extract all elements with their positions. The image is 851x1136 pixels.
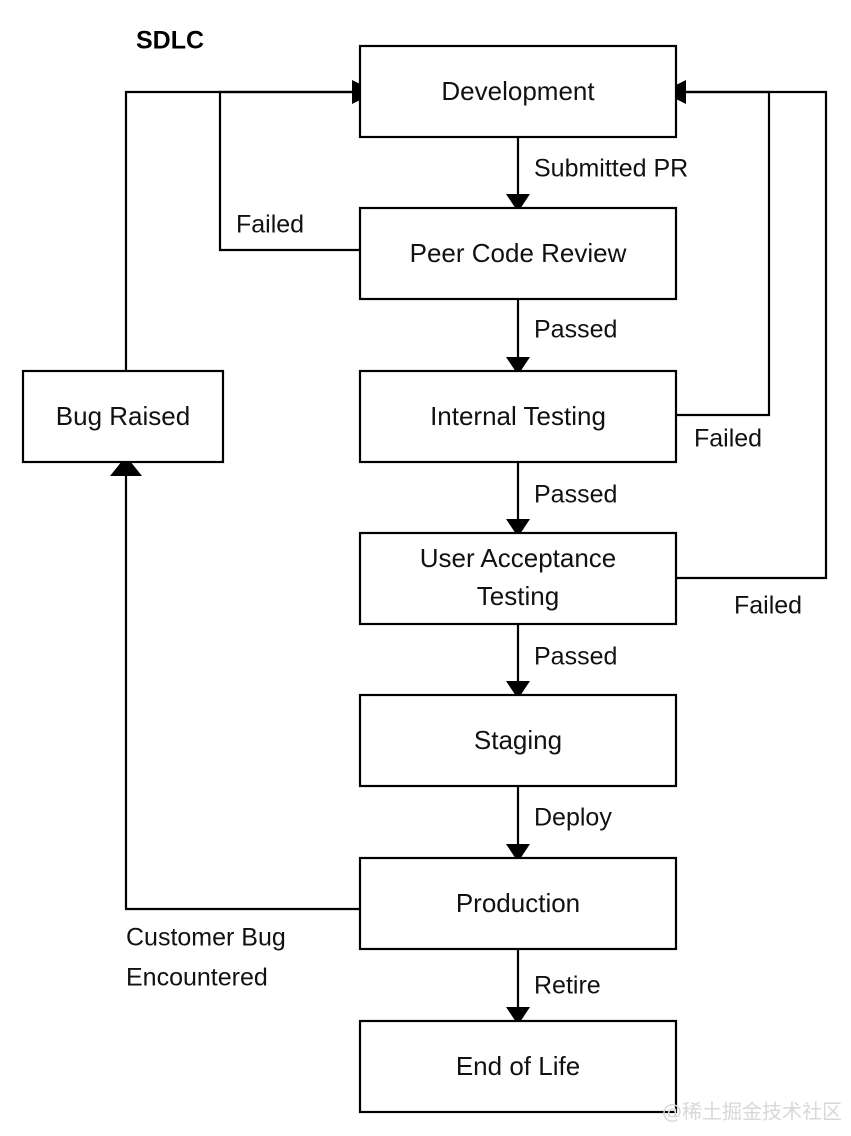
arrowhead-into-production (506, 844, 530, 862)
node-user-acceptance-testing-box[interactable] (358, 531, 678, 626)
node-production-box[interactable] (358, 856, 678, 951)
node-development-box[interactable] (358, 44, 678, 139)
edge-it-to-dev-line (676, 90, 771, 417)
arrowhead-into-user-acceptance-testing (506, 519, 530, 537)
edge-label-customer-bug-line2: Encountered (126, 964, 268, 992)
node-production[interactable]: Production (358, 856, 678, 951)
node-end-of-life[interactable]: End of Life (358, 1019, 678, 1114)
edge-label-peer-code-review-failed: Failed (236, 211, 304, 239)
node-bug-raised-box[interactable] (21, 369, 225, 464)
node-staging-label: Staging (474, 725, 562, 755)
node-development[interactable]: Development (358, 44, 678, 139)
edge-development-to-peer-code-review: Submitted PR (506, 137, 688, 212)
edge-pcr-to-dev-line (218, 90, 360, 252)
edge-production-to-bug-line (124, 474, 360, 911)
arrowhead-into-peer-code-review (506, 194, 530, 212)
arrowhead-into-internal-testing (506, 357, 530, 375)
edge-internal-testing-to-user-acceptance-testing: Passed (506, 462, 617, 537)
node-internal-testing-label: Internal Testing (430, 401, 606, 431)
watermark: @稀土掘金技术社区 (662, 1100, 842, 1124)
edge-label-peer-code-review-passed: Passed (534, 316, 617, 344)
edge-production-to-bug-raised: Customer Bug Encountered (110, 456, 360, 992)
edge-peer-code-review-to-development: Failed (218, 80, 376, 252)
node-staging-box[interactable] (358, 693, 678, 788)
node-peer-code-review-box[interactable] (358, 206, 678, 301)
node-bug-raised-label: Bug Raised (56, 401, 190, 431)
edge-peer-code-review-to-internal-testing: Passed (506, 299, 617, 375)
node-end-of-life-label: End of Life (456, 1051, 580, 1081)
edge-label-internal-testing-failed: Failed (694, 425, 762, 453)
node-production-label: Production (456, 888, 580, 918)
node-peer-code-review[interactable]: Peer Code Review (358, 206, 678, 301)
node-staging[interactable]: Staging (358, 693, 678, 788)
edge-label-submitted-pr: Submitted PR (534, 155, 688, 183)
node-internal-testing-box[interactable] (358, 369, 678, 464)
edge-uat-to-dev-line (676, 90, 828, 580)
node-peer-code-review-label: Peer Code Review (410, 238, 627, 268)
edge-internal-testing-to-development: Failed (676, 90, 771, 453)
edge-label-internal-testing-passed: Passed (534, 481, 617, 509)
edge-label-retire: Retire (534, 972, 601, 1000)
arrowhead-into-bug-raised (110, 456, 142, 476)
edge-production-to-end-of-life: Retire (506, 948, 601, 1025)
node-bug-raised[interactable]: Bug Raised (21, 369, 225, 464)
edge-label-deploy: Deploy (534, 804, 612, 832)
edge-staging-to-production: Deploy (506, 786, 612, 862)
edge-label-user-acceptance-testing-passed: Passed (534, 643, 617, 671)
node-internal-testing[interactable]: Internal Testing (358, 369, 678, 464)
node-user-acceptance-testing-label: User Acceptance (420, 543, 617, 573)
node-user-acceptance-testing-label-line2: Testing (477, 581, 559, 611)
edge-label-user-acceptance-testing-failed: Failed (734, 592, 802, 620)
page-title: SDLC (136, 27, 204, 55)
arrowhead-into-staging (506, 681, 530, 699)
edge-label-customer-bug: Customer Bug (126, 924, 286, 952)
node-end-of-life-box[interactable] (358, 1019, 678, 1114)
arrowhead-into-end-of-life (506, 1007, 530, 1025)
node-user-acceptance-testing[interactable]: User Acceptance Testing (358, 531, 678, 626)
node-development-label: Development (441, 76, 595, 106)
edge-user-acceptance-testing-to-staging: Passed (506, 624, 617, 699)
